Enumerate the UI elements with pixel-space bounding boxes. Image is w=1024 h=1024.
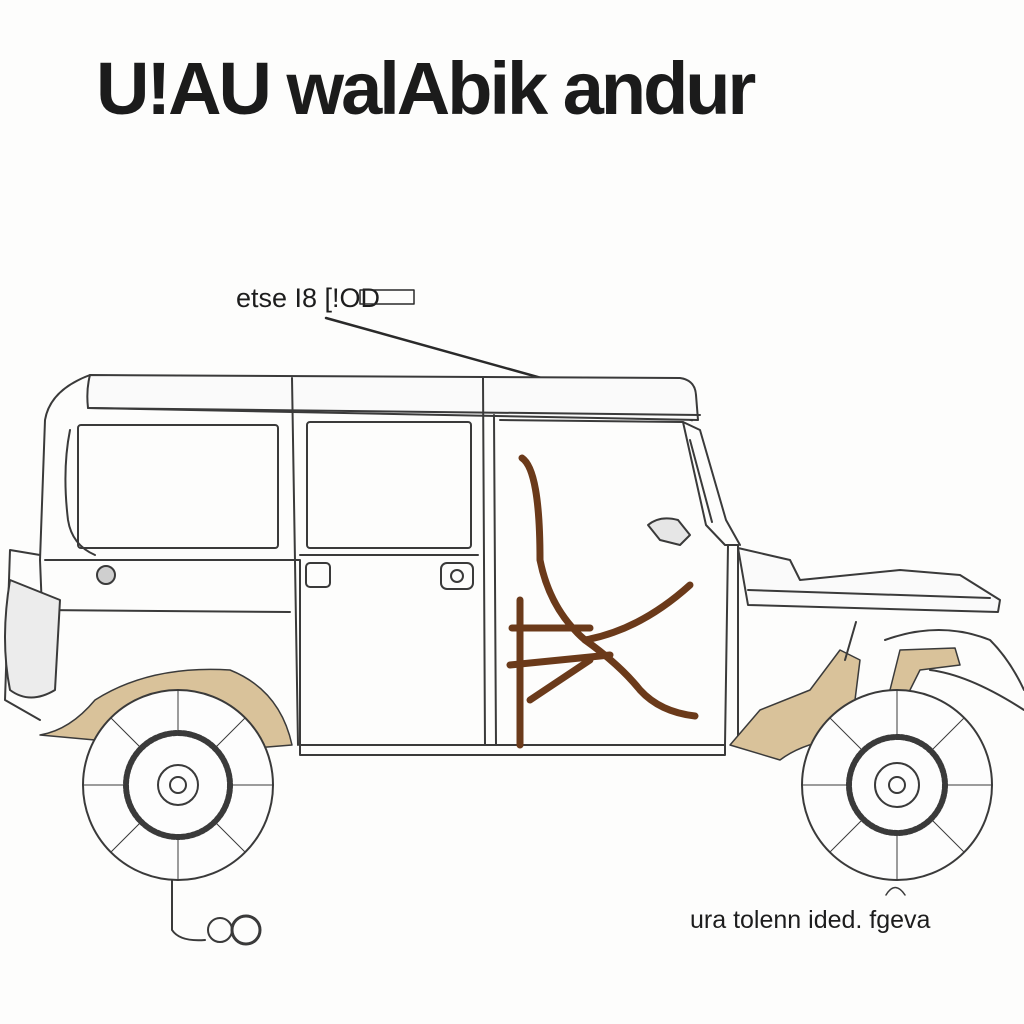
front-suspension (844, 621, 1024, 711)
hanging-cable (171, 879, 262, 946)
brace-frame (506, 454, 699, 749)
rear-wheel (82, 689, 274, 881)
vehicle-body (4, 374, 1001, 756)
front-wheel (801, 689, 993, 881)
bottom-caption: ura tolenn ided. fgeva (690, 906, 931, 934)
callout-label: etse I8 [!OD (236, 283, 381, 313)
caption-mark (885, 886, 906, 896)
diagram-title: U!AU walAbik andur (96, 47, 756, 130)
